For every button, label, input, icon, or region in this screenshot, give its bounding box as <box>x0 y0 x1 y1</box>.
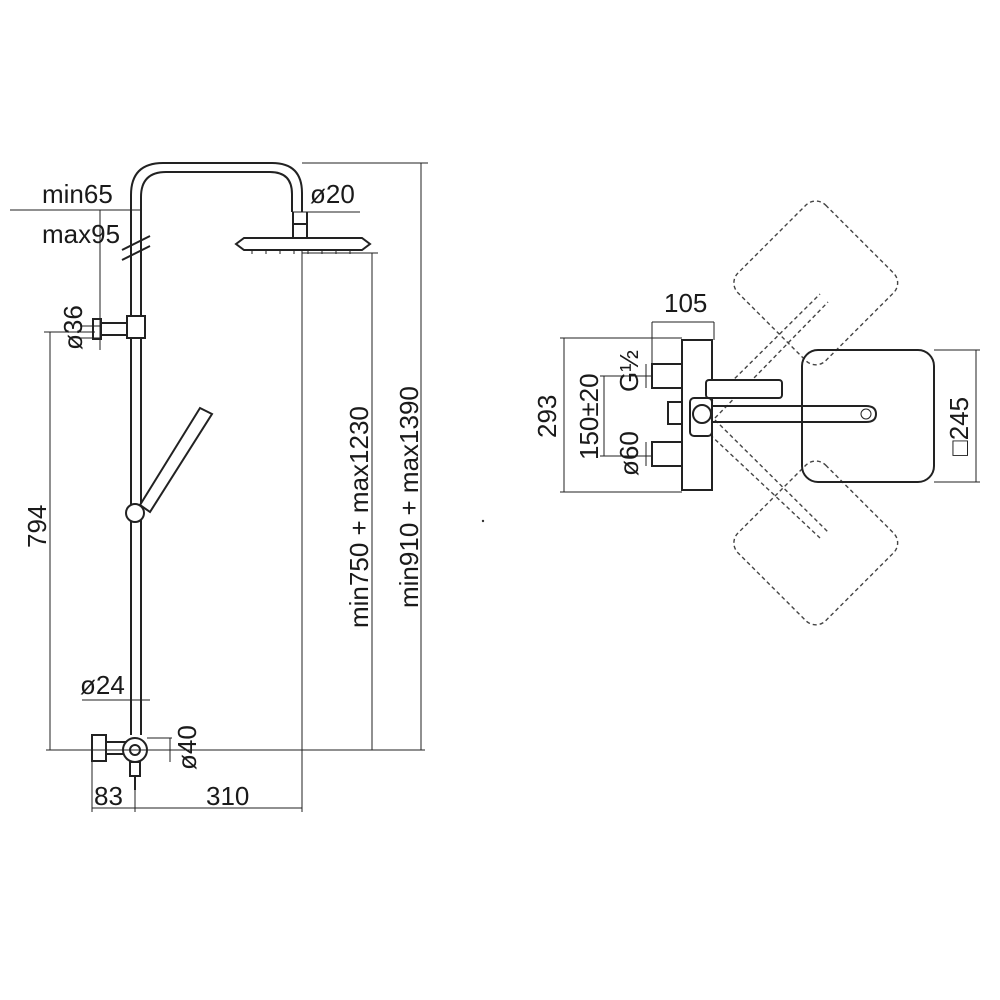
shower-arm <box>130 162 303 323</box>
label-sq245: □245 <box>944 397 974 456</box>
hand-shower-holder <box>125 503 145 523</box>
mixer-body <box>91 734 107 762</box>
label-794: 794 <box>22 505 52 548</box>
top-view: 105 293 150±20 G½ ø60 □245 <box>532 200 980 626</box>
label-g-half: G½ <box>614 350 644 392</box>
label-150: 150±20 <box>574 373 604 460</box>
label-d20: ø20 <box>310 179 355 209</box>
label-83: 83 <box>94 781 123 811</box>
side-view: min65 max95 ø20 ø36 794 ø24 ø40 83 310 m… <box>10 162 428 812</box>
swivel-outline-bottom <box>733 460 899 626</box>
label-min750: min750 + max1230 <box>344 406 374 628</box>
label-d40: ø40 <box>172 725 202 770</box>
wall-bracket-top <box>126 315 146 339</box>
label-310: 310 <box>206 781 249 811</box>
stray-dot <box>481 519 485 523</box>
head-connector <box>292 223 308 239</box>
label-d24: ø24 <box>80 670 125 700</box>
label-min910: min910 + max1390 <box>394 386 424 608</box>
shower-arm-inner <box>140 171 293 323</box>
shower-head <box>234 237 372 251</box>
top-arm <box>706 405 878 423</box>
label-d60: ø60 <box>614 431 644 476</box>
square-shower-head <box>801 349 935 483</box>
label-105: 105 <box>664 288 707 318</box>
top-lever <box>705 379 783 399</box>
hand-shower <box>138 406 214 514</box>
label-293: 293 <box>532 395 562 438</box>
swivel-outline-top <box>733 200 899 366</box>
label-d36: ø36 <box>58 305 88 350</box>
label-max95: max95 <box>42 219 120 249</box>
label-min65: min65 <box>42 179 113 209</box>
